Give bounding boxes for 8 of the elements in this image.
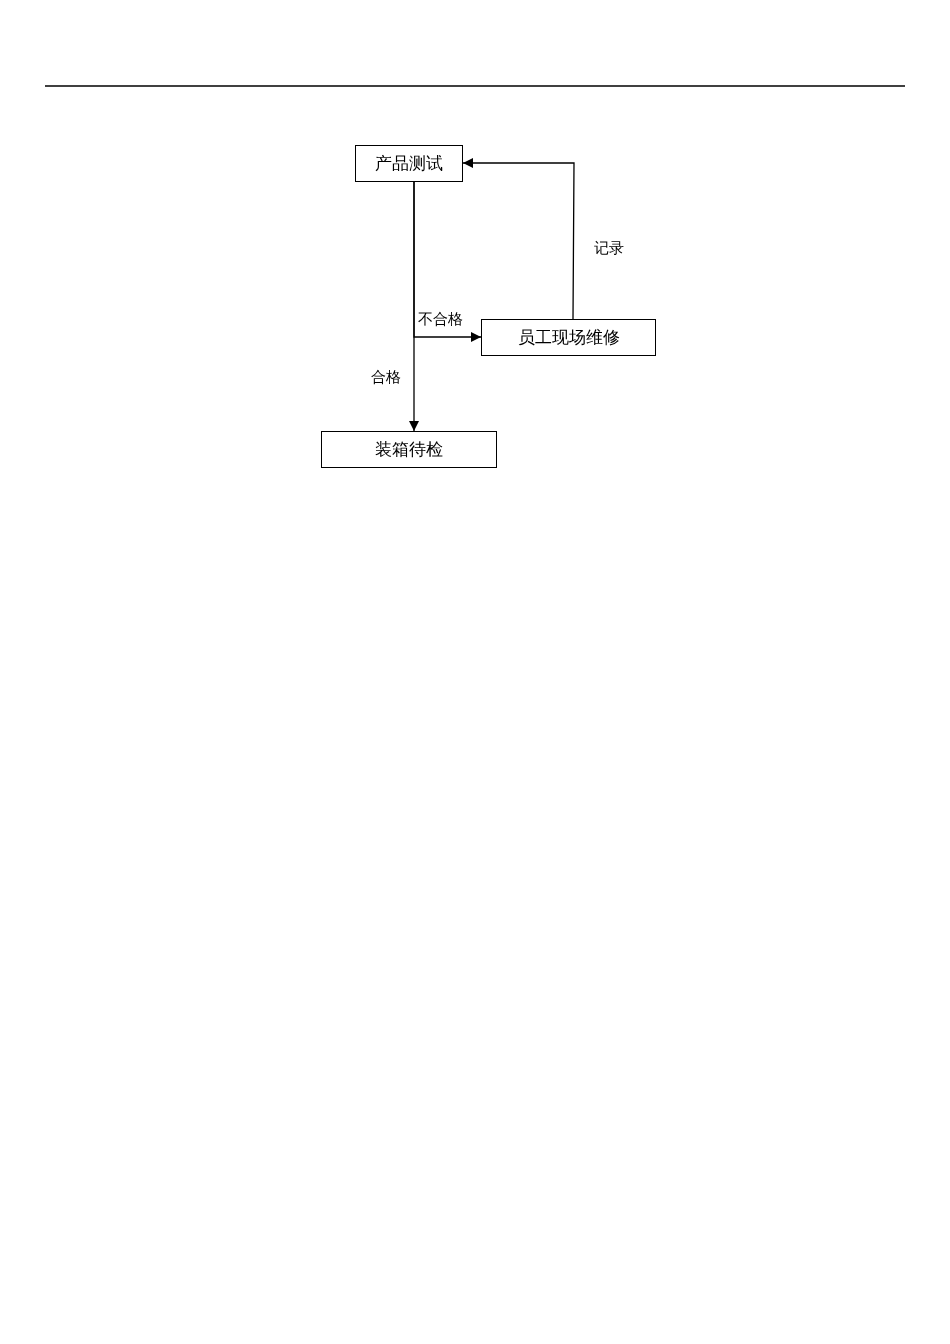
process-box: 员工现场维修 (481, 319, 656, 356)
process-box: 产品测试 (355, 145, 463, 182)
edge-label: 不合格 (418, 310, 463, 328)
edge-label: 记录 (594, 239, 624, 257)
process-box: 装箱待检 (321, 431, 497, 468)
edge-label: 合格 (371, 368, 401, 386)
arrow (413, 181, 482, 342)
arrow (462, 158, 575, 320)
